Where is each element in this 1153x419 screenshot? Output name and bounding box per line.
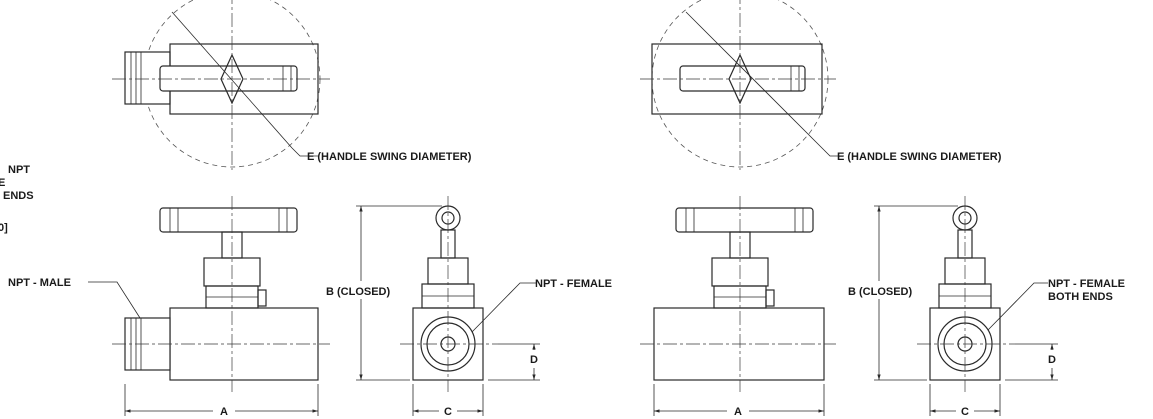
handle-grip-lines-front bbox=[169, 208, 288, 232]
dim-b-label-2: B (CLOSED) bbox=[848, 286, 913, 298]
left-partial-line2: E bbox=[0, 177, 5, 189]
lock-pin-front bbox=[257, 289, 267, 307]
dim-c-label: C bbox=[444, 406, 452, 418]
handle-swing-leader-tail bbox=[291, 147, 318, 157]
t-handle-front-2 bbox=[675, 207, 814, 233]
front-view-2: A bbox=[640, 196, 836, 418]
handle-swing-leader-2 bbox=[685, 11, 825, 151]
female-thread-label: NPT - FEMALE bbox=[535, 278, 612, 290]
female-both-label-line1: NPT - FEMALE bbox=[1048, 278, 1125, 290]
valve-view-male-female: E (HANDLE SWING DIAMETER) NPT - MALE A bbox=[8, 0, 612, 418]
handle-grip-lines bbox=[282, 66, 292, 91]
hex-nut-top bbox=[220, 53, 244, 105]
dim-a-label: A bbox=[220, 406, 228, 418]
dim-d-label-2: D bbox=[1048, 354, 1056, 366]
t-handle-front bbox=[159, 207, 298, 233]
t-handle-top-2 bbox=[679, 65, 806, 92]
side-view-1: NPT - FEMALE B (CLOSED) C D bbox=[326, 196, 612, 418]
dim-d-label: D bbox=[530, 354, 538, 366]
dim-b-label: B (CLOSED) bbox=[326, 286, 391, 298]
top-view-1: E (HANDLE SWING DIAMETER) bbox=[112, 0, 472, 170]
top-view-2: E (HANDLE SWING DIAMETER) bbox=[640, 0, 1002, 170]
female-both-leader bbox=[987, 282, 1048, 331]
female-leader bbox=[471, 282, 536, 333]
t-handle-top bbox=[159, 65, 298, 92]
handle-swing-label: E (HANDLE SWING DIAMETER) bbox=[307, 151, 472, 163]
dim-a-label-2: A bbox=[734, 406, 742, 418]
handle-swing-leader-tail-2 bbox=[823, 149, 844, 157]
handle-grip-lines-2 bbox=[790, 66, 800, 91]
handle-swing-label-2: E (HANDLE SWING DIAMETER) bbox=[837, 151, 1002, 163]
side-view-2: NPT - FEMALE BOTH ENDS B (CLOSED) C D bbox=[848, 196, 1125, 418]
left-partial-line3: ENDS bbox=[3, 190, 34, 202]
left-partial-line1: NPT bbox=[8, 164, 30, 176]
left-partial-labels: NPT E ENDS 0] bbox=[0, 164, 34, 234]
front-view-1: NPT - MALE A bbox=[8, 196, 330, 418]
male-thread-label: NPT - MALE bbox=[8, 277, 71, 289]
handle-grip-lines-front-2 bbox=[685, 208, 804, 232]
lock-pin-front-2 bbox=[765, 289, 775, 307]
thread-lines-top bbox=[130, 52, 142, 104]
valve-view-female-both: E (HANDLE SWING DIAMETER) A bbox=[640, 0, 1125, 418]
dim-c-label-2: C bbox=[961, 406, 969, 418]
female-both-label-line2: BOTH ENDS bbox=[1048, 291, 1113, 303]
handle-swing-leader bbox=[171, 11, 293, 149]
male-leader bbox=[88, 281, 141, 319]
left-partial-line4: 0] bbox=[0, 222, 8, 234]
